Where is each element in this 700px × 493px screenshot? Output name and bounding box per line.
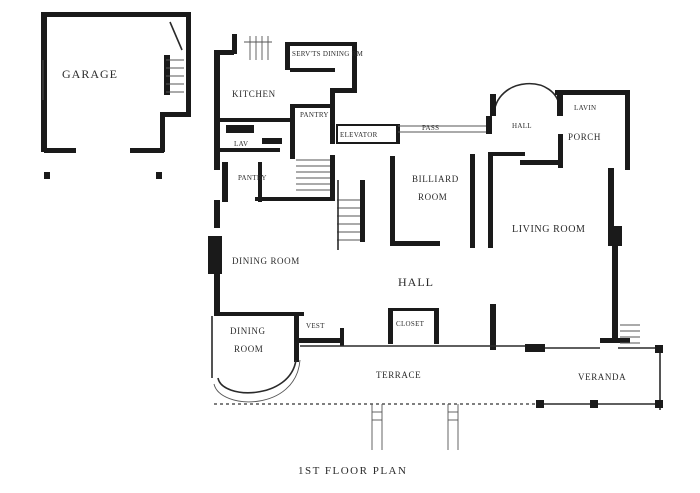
plan-title: 1st Floor Plan — [298, 465, 407, 477]
central-corridor-walls — [336, 116, 493, 248]
room-label-billiard-room: Room — [418, 192, 447, 202]
room-label-closet: Closet — [396, 320, 425, 328]
service-wing-walls — [214, 34, 357, 202]
room-label-pantry-upper: Pantry — [300, 111, 329, 119]
room-label-veranda: Veranda — [578, 372, 626, 382]
room-label-living-room: Living Room — [512, 224, 586, 235]
main-stair — [296, 159, 365, 250]
service-stair — [244, 36, 272, 60]
room-label-vest: Vest — [306, 322, 325, 330]
room-label-dining-room: Room — [234, 344, 263, 354]
room-label-garage: Garage — [62, 67, 118, 81]
room-label-lav: Lav — [234, 140, 248, 148]
room-label-billiard: Billiard — [412, 174, 459, 184]
room-label-hall-upper: Hall — [512, 122, 532, 130]
room-label-porch: Porch — [568, 132, 601, 142]
room-label-hall: Hall — [398, 275, 434, 289]
west-wing-walls — [208, 200, 342, 403]
room-label-kitchen: Kitchen — [232, 89, 276, 99]
front-walls — [300, 304, 600, 352]
room-label-terrace: Terrace — [376, 370, 421, 380]
terrace-veranda-outline — [214, 345, 663, 450]
room-label-elevator: Elevator — [340, 131, 378, 139]
room-label-lavin: Lavin — [574, 104, 596, 112]
room-label-pantry-lower: Pantry — [238, 174, 267, 182]
room-label-dining: Dining — [230, 326, 266, 336]
garage-structure — [41, 12, 191, 179]
room-label-passage: Pass — [422, 124, 439, 132]
room-label-servants-dining: Serv'ts Dining Rm — [292, 50, 364, 58]
room-label-dining-upper: Dining Room — [232, 256, 300, 266]
east-wing-walls — [490, 82, 640, 344]
